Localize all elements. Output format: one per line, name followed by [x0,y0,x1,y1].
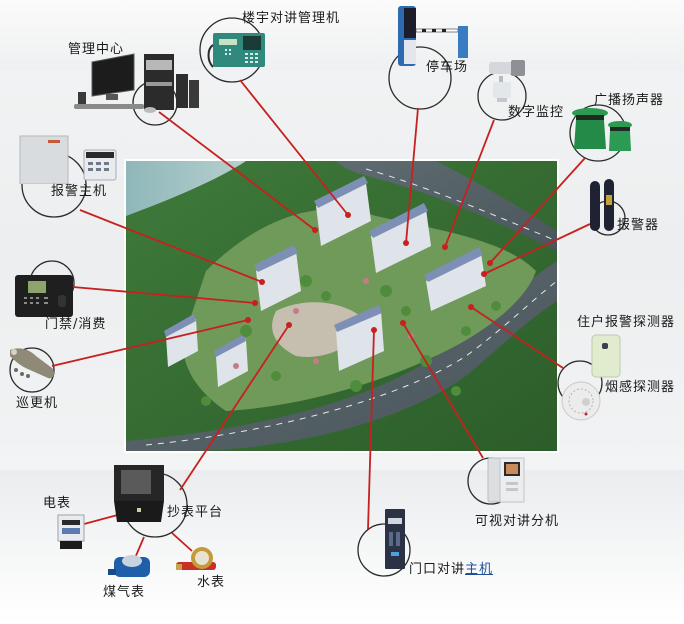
residential-complex-aerial-view [124,159,559,453]
label-patrol-device: 巡更机 [16,396,59,411]
building-b [369,203,431,273]
building-f [164,314,198,367]
label-digital-monitoring: 数字监控 [508,105,565,120]
video-door-phone-icon [486,456,526,510]
line-gas-meter [134,536,145,559]
connector-lines [51,79,591,559]
lower-road [126,261,557,451]
line-broadcast-speaker [489,157,586,264]
line-building-intercom-manager [239,79,349,216]
upper-road [336,161,557,251]
label-door-intercom-host-prefix: 门口对讲 [409,562,466,577]
line-patrol-device [51,319,249,367]
line-water-meter [171,532,193,552]
circle-patrol-device [9,347,55,393]
label-alarm-host: 报警主机 [51,184,108,199]
label-management-center: 管理中心 [68,42,125,57]
intercom-console-icon [205,31,267,75]
label-parking-lot: 停车场 [426,60,469,75]
label-electricity-meter: 电表 [43,496,72,511]
line-digital-monitoring [444,119,495,248]
alarm-panel-icon [18,134,128,188]
label-door-intercom-host-suffix[interactable]: 主机 [465,562,494,577]
parking-barrier-gate-icon [396,4,476,72]
pir-motion-detector-icon [590,333,622,383]
smoke-detector-icon [560,380,602,426]
infrared-beam-detector-icon [586,177,618,239]
building-e [334,305,384,371]
line-alarm-host [79,209,263,283]
label-door-intercom-host: 门口对讲主机 [409,563,493,577]
label-broadcast-speaker: 广播扬声器 [594,93,665,108]
line-alarm-device [483,223,591,275]
gas-meter-icon [108,551,154,587]
line-parking-lot [405,107,419,244]
meter-reading-cabinet-icon [113,464,165,528]
access-terminal-icon [14,273,74,323]
label-access-control: 门禁/消费 [45,317,107,332]
connector-endpoints [245,212,493,333]
circle-parking-lot [388,46,452,110]
aerial-illustration [126,161,557,451]
line-door-intercom-host [367,329,375,530]
cctv-camera-icon [485,58,531,108]
lane-markings [145,168,557,446]
label-video-intercom-extension: 可视对讲分机 [475,514,560,529]
electricity-meter-icon [57,514,85,554]
buildings [164,176,486,387]
line-access-control [72,286,256,304]
label-smoke-detector: 烟感探测器 [605,380,676,395]
building-a [314,176,371,246]
label-building-intercom-manager: 楼宇对讲管理机 [242,11,341,26]
label-gas-meter: 煤气表 [103,585,146,600]
line-management-center [158,111,316,231]
building-d [254,245,301,311]
line-meter-reading-platform [179,324,290,491]
door-intercom-panel-icon [384,508,406,574]
line-smoke-detector [470,306,564,369]
patrol-wand-icon [6,346,56,386]
water-meter-icon [176,544,220,582]
trees [201,275,501,406]
circle-door-intercom-host [357,523,411,577]
garden-speaker-icon [570,107,636,161]
building-g [214,334,248,387]
desktop-computer-icon [72,52,202,118]
building-c [424,247,486,311]
label-meter-reading-platform: 抄表平台 [167,505,224,520]
label-alarm-device: 报警器 [617,218,660,233]
label-water-meter: 水表 [197,575,226,590]
label-household-alarm-detector: 住户报警探测器 [577,315,676,330]
lake [126,161,246,216]
line-video-intercom-extension [402,322,484,459]
